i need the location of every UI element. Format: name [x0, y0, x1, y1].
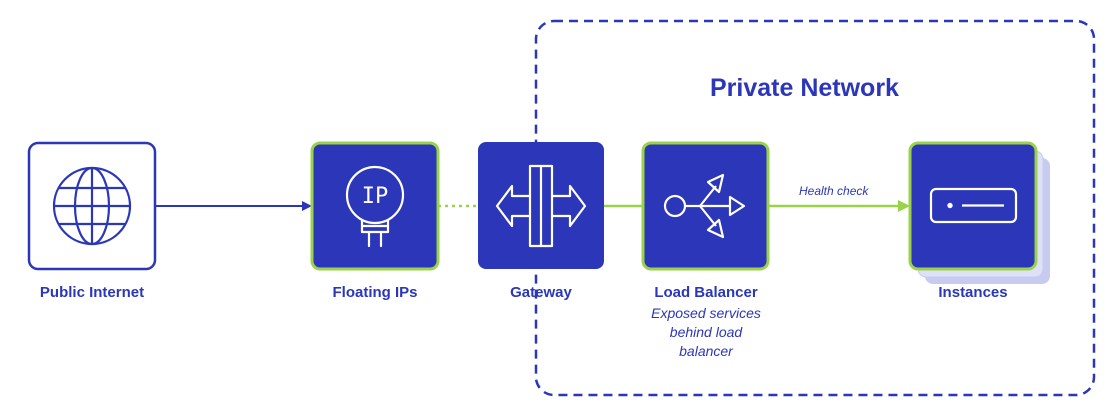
instances-label: Instances	[938, 284, 1008, 301]
load-balancer-label: Load Balancer	[654, 284, 758, 301]
gateway-arrows-icon	[495, 164, 587, 248]
load-balancer-sublabel-line: behind load	[669, 324, 743, 340]
server-icon	[929, 187, 1018, 224]
load-balancer-sublabel-line: Exposed services	[651, 305, 761, 321]
floating-ips-node[interactable]: IP	[310, 141, 440, 271]
gateway-node[interactable]	[478, 142, 604, 269]
ip-bulb-text: IP	[362, 184, 389, 209]
globe-icon	[52, 166, 132, 246]
private-network-title: Private Network	[710, 74, 899, 102]
public-internet-node[interactable]	[27, 141, 157, 271]
floating-ips-label: Floating IPs	[332, 284, 418, 301]
load-balancer-sublabel-line: balancer	[679, 343, 733, 359]
load-balancer-sublabel: Exposed services behind load balancer	[626, 304, 786, 361]
ip-bulb-icon	[345, 165, 405, 248]
gateway-label: Gateway	[510, 284, 572, 301]
load-balancer-icon	[663, 173, 746, 239]
public-internet-label: Public Internet	[39, 284, 145, 301]
load-balancer-node[interactable]	[641, 141, 770, 271]
instances-node[interactable]	[908, 141, 1050, 284]
health-check-label: Health check	[799, 184, 869, 198]
